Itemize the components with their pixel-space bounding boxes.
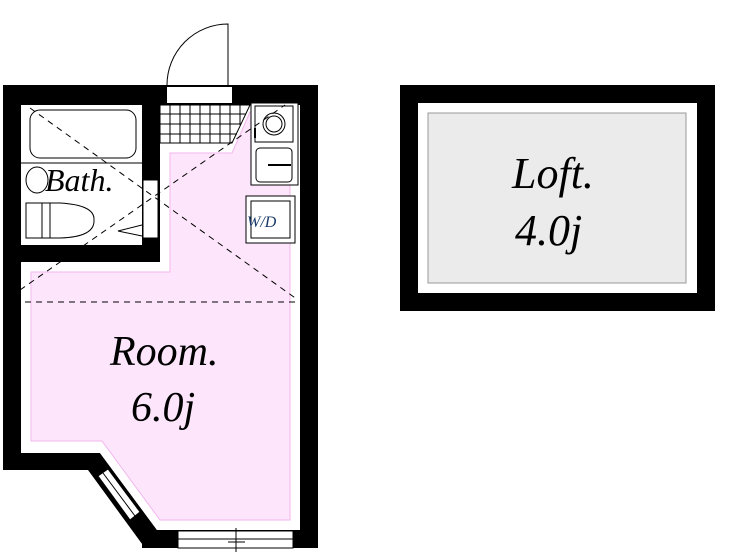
- entrance-door[interactable]: [167, 87, 232, 103]
- loft-outline-dashed: [3, 104, 300, 303]
- room-label: Room.: [109, 329, 219, 375]
- loft-size: 4.0j: [515, 206, 582, 255]
- room-size: 6.0j: [131, 385, 195, 431]
- sink: [25, 166, 49, 194]
- toilet: [25, 202, 95, 239]
- bath-door[interactable]: [142, 179, 159, 239]
- washer-dryer: W/D: [245, 195, 296, 244]
- stove: [254, 105, 294, 143]
- kitchen-sink: [255, 147, 293, 183]
- kitchen: [250, 102, 299, 186]
- entrance-door-swing: [166, 23, 229, 86]
- loft: Loft. 4.0j: [400, 85, 715, 311]
- entrance-tiles: [159, 104, 251, 144]
- bath-door-swing: [117, 224, 143, 237]
- loft-label: Loft.: [511, 149, 594, 198]
- bathtub: [29, 109, 137, 159]
- wd-label: W/D: [247, 214, 277, 231]
- bath-label: Bath.: [45, 162, 113, 198]
